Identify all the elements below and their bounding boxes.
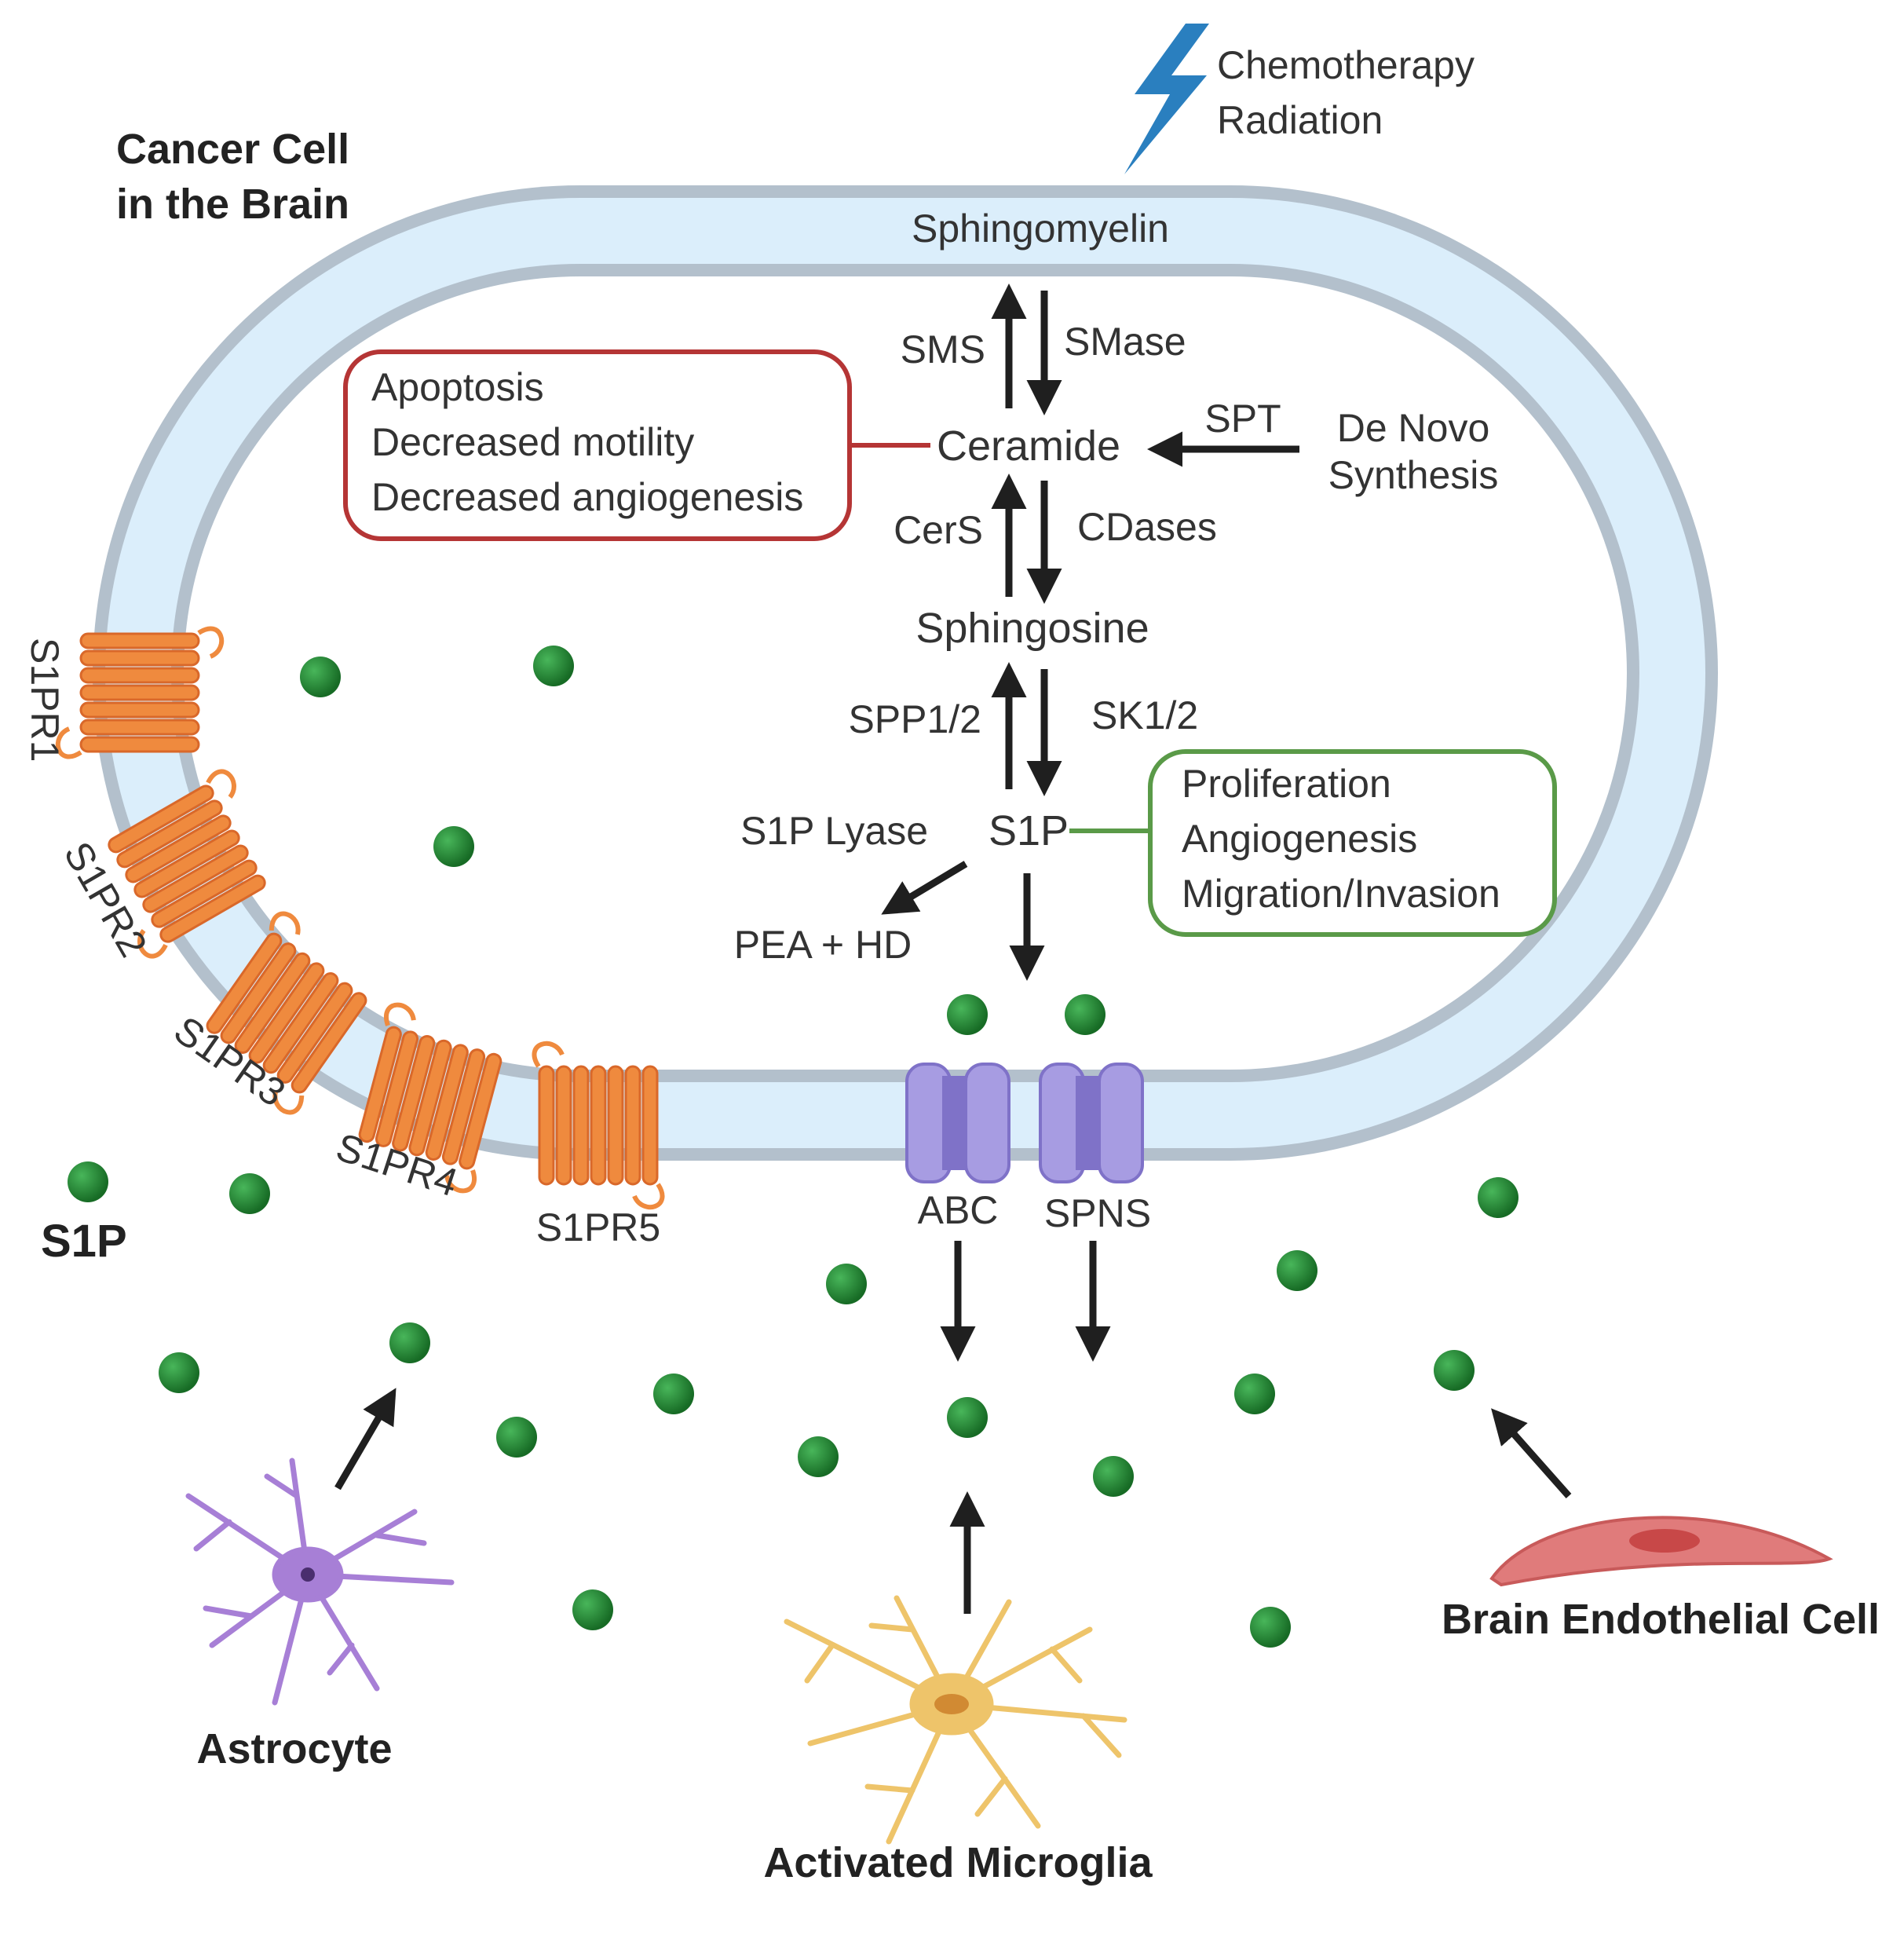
s1p-dot-icon — [159, 1352, 199, 1393]
sphingomyelin-label: Sphingomyelin — [912, 207, 1169, 251]
s1pr5-label: S1PR5 — [536, 1205, 660, 1249]
s1p-dot-icon — [1234, 1374, 1275, 1414]
ceramide-effect-motility: Decreased motility — [371, 420, 694, 464]
spns-transporter-icon — [1039, 1063, 1144, 1183]
s1p-dot-icon — [947, 994, 988, 1035]
ceramide-effects-box: Apoptosis Decreased motility Decreased a… — [343, 349, 930, 541]
chemotherapy-label: Chemotherapy — [1217, 43, 1475, 87]
cdases-label: CDases — [1077, 505, 1217, 549]
s1p-lyase-label: S1P Lyase — [740, 809, 928, 853]
s1p-dot-icon — [1065, 994, 1105, 1035]
radiation-label: Radiation — [1217, 98, 1383, 142]
cell-label: Cancer Cell in the Brain — [116, 126, 349, 228]
endothelial-cell-icon — [1489, 1516, 1833, 1587]
s1p-dot-icon — [798, 1436, 839, 1477]
astrocyte-icon — [185, 1458, 455, 1706]
s1p-dot-icon — [1478, 1177, 1518, 1218]
s1pr5-receptor-icon — [532, 1041, 665, 1210]
s1p-dot-icon — [1093, 1456, 1134, 1497]
smase-label: SMase — [1064, 320, 1186, 364]
cell-label-line2: in the Brain — [116, 181, 349, 228]
s1p-dot-icon — [496, 1417, 537, 1458]
astrocyte-arrow — [334, 1388, 397, 1491]
de-novo-label-line2: Synthesis — [1328, 453, 1499, 497]
de-novo-label-line1: De Novo — [1337, 406, 1490, 450]
ceramide-label: Ceramide — [937, 422, 1120, 470]
spt-label: SPT — [1204, 397, 1281, 441]
s1p-dot-icon — [572, 1589, 613, 1630]
cers-label: CerS — [894, 508, 983, 552]
s1pr3-receptor-icon — [206, 911, 367, 1115]
s1p-dot-icon — [433, 826, 474, 867]
s1p-dot-icon — [1277, 1250, 1317, 1291]
spp-label: SPP1/2 — [848, 697, 981, 741]
endothelial-label: Brain Endothelial Cell — [1442, 1596, 1880, 1643]
pea-hd-label: PEA + HD — [734, 923, 912, 967]
lightning-bolt-icon — [1124, 24, 1209, 174]
spns-label: SPNS — [1044, 1191, 1151, 1235]
s1p-dot-icon — [947, 1397, 988, 1438]
cell-label-line1: Cancer Cell — [116, 126, 349, 173]
s1p-molecules — [68, 646, 1518, 1648]
ceramide-effect-apoptosis: Apoptosis — [371, 365, 544, 409]
s1p-dot-icon — [300, 657, 341, 697]
lyase-arrow — [881, 861, 968, 915]
s1p-effect-proliferation: Proliferation — [1182, 762, 1391, 806]
abc-label: ABC — [918, 1188, 999, 1232]
ceramide-effect-angiogenesis: Decreased angiogenesis — [371, 475, 803, 519]
s1p-dot-icon — [1434, 1350, 1475, 1391]
s1p-effect-migration: Migration/Invasion — [1182, 872, 1500, 916]
s1p-dot-icon — [229, 1173, 270, 1214]
sk-label: SK1/2 — [1091, 693, 1198, 737]
pathway-arrows — [881, 283, 1299, 981]
s1p-dot-icon — [653, 1374, 694, 1414]
s1p-effect-angiogenesis: Angiogenesis — [1182, 817, 1417, 861]
astrocyte-label: Astrocyte — [196, 1725, 392, 1772]
s1p-dot-icon — [68, 1161, 108, 1202]
microglia-icon — [784, 1595, 1127, 1845]
s1pr2-receptor-icon — [108, 769, 266, 959]
s1p-dot-icon — [533, 646, 574, 686]
s1pr4-receptor-icon — [358, 1002, 502, 1194]
s1pr1-receptor-icon — [55, 626, 225, 759]
endothelial-arrow — [1491, 1408, 1572, 1498]
s1p-legend-label: S1P — [41, 1216, 127, 1267]
s1pr1-label: S1PR1 — [23, 638, 67, 762]
s1p-dot-icon — [826, 1264, 867, 1304]
s1p-effects-box: Proliferation Angiogenesis Migration/Inv… — [1069, 749, 1557, 937]
s1p-dot-icon — [1250, 1607, 1291, 1648]
microglia-label: Activated Microglia — [763, 1839, 1153, 1886]
s1p-dot-icon — [389, 1322, 430, 1363]
sms-label: SMS — [901, 327, 985, 371]
abc-transporter-icon — [905, 1063, 1010, 1183]
s1p-label: S1P — [989, 807, 1069, 854]
sphingosine-label: Sphingosine — [915, 605, 1149, 652]
